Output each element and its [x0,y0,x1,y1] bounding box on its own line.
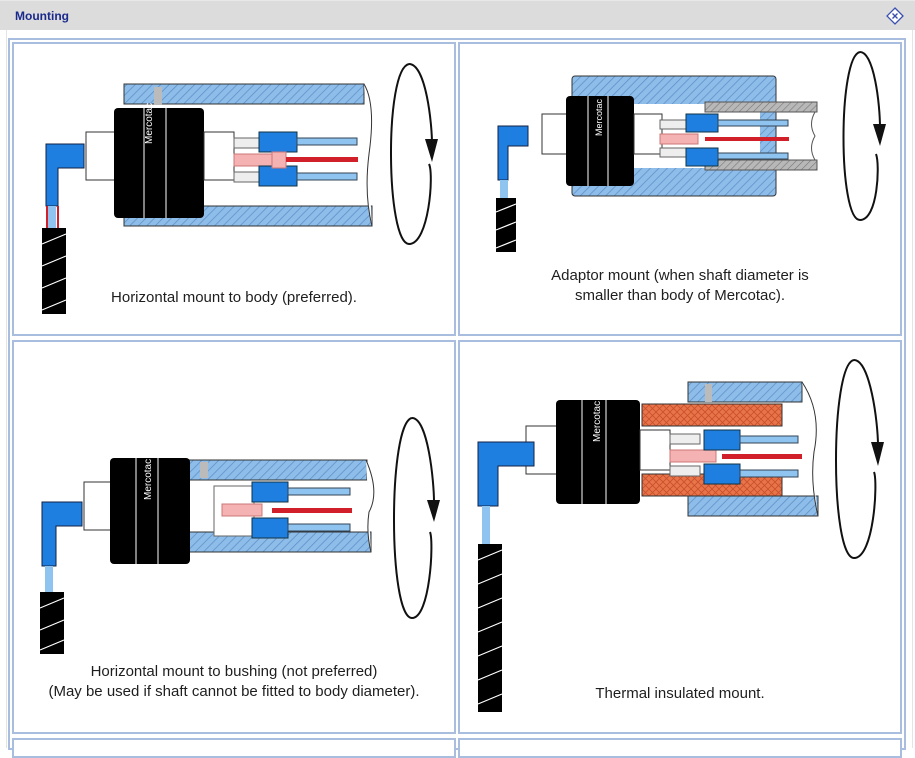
figure-cell-body-mount: Mercotac Horizontal mount to body (prefe… [12,42,456,336]
svg-text:Mercotac: Mercotac [594,98,604,136]
caption-line: smaller than body of Mercotac). [574,287,786,304]
figure-cell-partial-right [458,738,902,758]
caption-line: Horizontal mount to bushing (not preferr… [90,663,378,680]
svg-text:Mercotac: Mercotac [592,401,603,442]
caption-line: Thermal insulated mount. [595,685,765,702]
figure-caption: Adaptor mount (when shaft diameter is sm… [460,266,900,306]
left-rule [6,30,7,748]
caption-line: Horizontal mount to body (preferred). [111,289,357,306]
panel-header: Mounting [0,0,915,30]
adaptor-mount-diagram: Mercotac [495,51,886,252]
figure-cell-partial-left [12,738,456,758]
figure-caption: Horizontal mount to bushing (not preferr… [14,662,454,702]
bushing-mount-diagram: Mercotac [39,417,440,654]
svg-text:Mercotac: Mercotac [143,459,154,500]
caption-line: Adaptor mount (when shaft diameter is [551,267,809,284]
figure-caption: Thermal insulated mount. [460,684,900,704]
caption-line: (May be used if shaft cannot be fitted t… [48,683,420,700]
diamond-collapse-icon[interactable] [886,7,904,25]
figure-cell-bushing-mount: Mercotac Horizontal mount to bushing (no… [12,340,456,734]
body-mount-diagram: Mercotac [41,63,438,314]
right-rule [912,30,913,748]
panel-title: Mounting [15,9,69,23]
figure-caption: Horizontal mount to body (preferred). [14,288,454,308]
figure-cell-thermal-mount: Mercotac Thermal insulated mount. [458,340,902,734]
thermal-mount-diagram: Mercotac [477,359,884,712]
svg-text:Mercotac: Mercotac [144,103,155,144]
figure-cell-adaptor-mount: Mercotac Adaptor mount (when shaft diame… [458,42,902,336]
